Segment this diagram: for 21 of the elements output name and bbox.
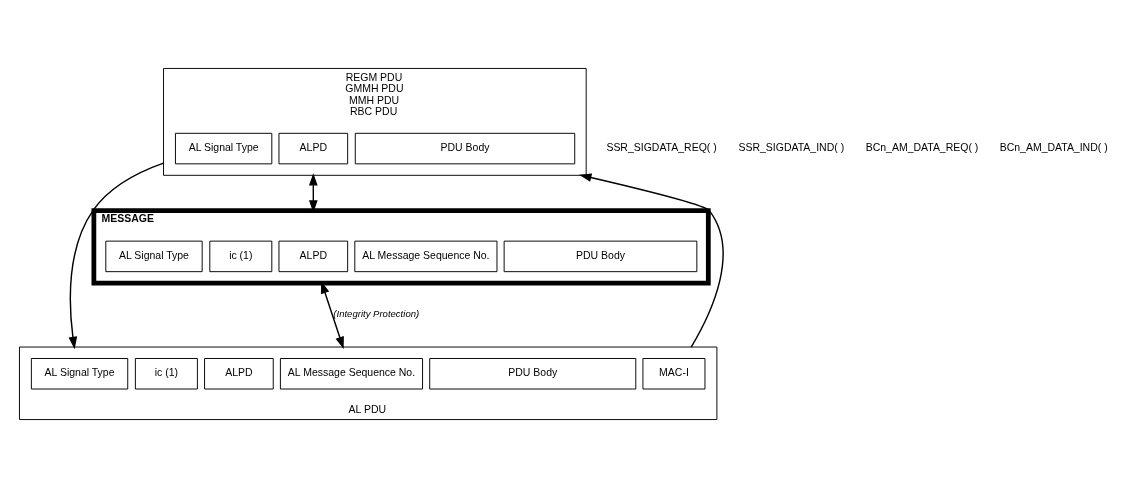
node-box: ALPD [278, 132, 349, 165]
node-box: PDU Body [429, 358, 637, 390]
node-box: ic (1) [209, 240, 273, 273]
label: BCn_AM_DATA_REQ( ) [865, 142, 979, 154]
label: SSR_SIGDATA_IND( ) [738, 142, 845, 154]
node-box: AL Signal Type [30, 358, 129, 390]
label: SSR_SIGDATA_REQ( ) [606, 142, 717, 154]
label: BCn_AM_DATA_IND( ) [999, 142, 1108, 154]
node-box: AL Signal Type [174, 132, 273, 165]
arrow [579, 173, 724, 348]
node-box: PDU Body [354, 132, 576, 165]
node-box: PDU Body [503, 240, 698, 273]
arrow [68, 162, 165, 350]
node-box: ALPD [204, 358, 274, 390]
node-box: AL Message Sequence No. [279, 358, 424, 390]
node-box: ALPD [278, 240, 349, 273]
node-box: ic (1) [134, 358, 198, 390]
edge-label: (Integrity Protection) [333, 307, 420, 319]
node-box: AL Message Sequence No. [354, 240, 498, 273]
node-box: AL Signal Type [105, 240, 203, 273]
node-box: MAC-I [642, 358, 706, 390]
